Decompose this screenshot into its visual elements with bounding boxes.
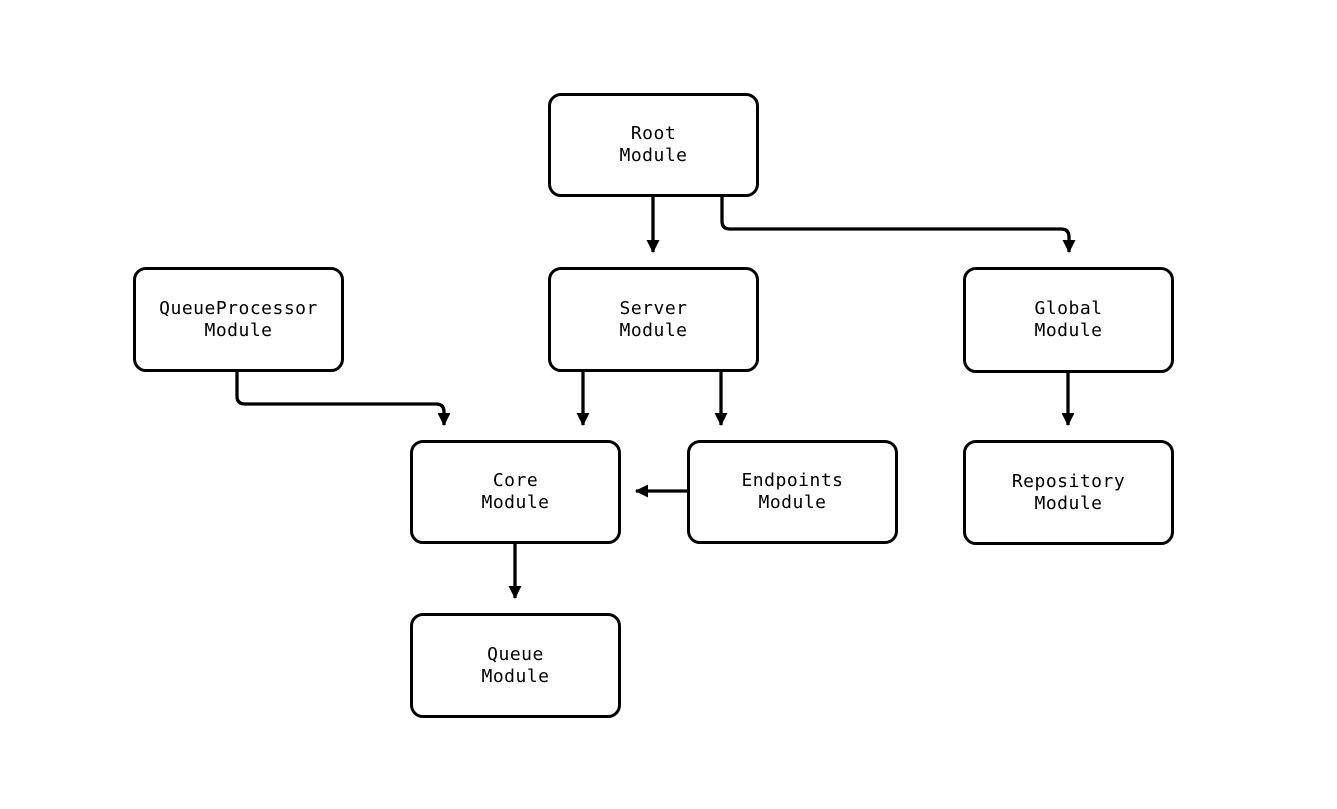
node-core-suffix: Module — [481, 492, 550, 513]
node-repository-name: Repository — [1011, 470, 1126, 492]
node-endpoints-suffix: Module — [758, 492, 827, 513]
node-global-name: Global — [1034, 298, 1103, 319]
node-queue-name: Queue — [487, 643, 544, 665]
node-server-suffix: Module — [619, 319, 688, 341]
node-endpoints-name: Endpoints — [741, 470, 844, 491]
node-repository-suffix: Module — [1034, 492, 1103, 514]
node-global-suffix: Module — [1034, 320, 1103, 341]
node-core-name: Core — [492, 470, 539, 491]
edge-root-to-global — [720, 197, 1076, 253]
node-queueprocessor-suffix: Module — [204, 319, 273, 341]
node-root-suffix: Module — [619, 145, 688, 166]
edge-queueprocessor-to-core — [235, 372, 451, 426]
node-queueprocessor-name: QueueProcessor — [159, 297, 318, 319]
node-server-name: Server — [619, 297, 688, 319]
node-queue-suffix: Module — [481, 665, 550, 687]
node-root-name: Root — [630, 123, 677, 144]
